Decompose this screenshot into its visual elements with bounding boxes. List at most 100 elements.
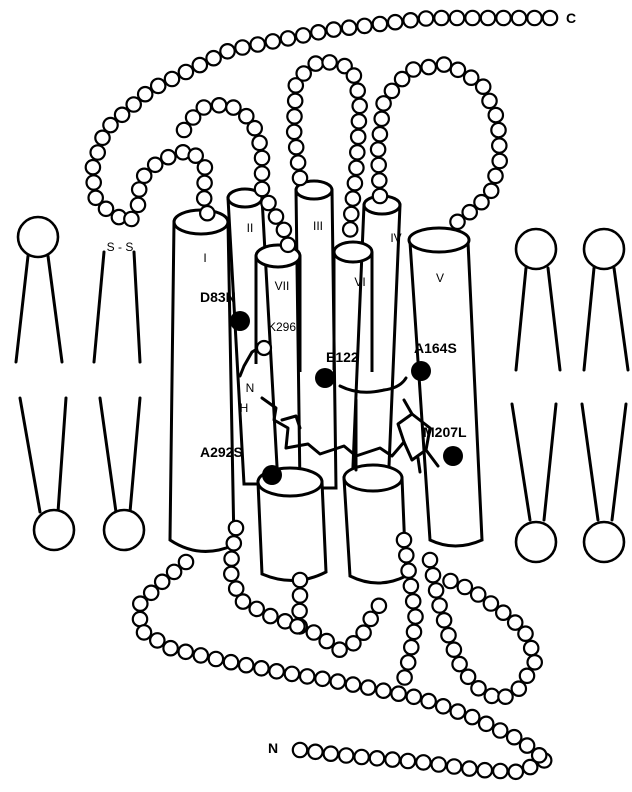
n-terminal-chain <box>293 743 552 779</box>
residue-bead <box>524 641 538 655</box>
residue-bead <box>86 160 100 174</box>
residue-n: N <box>246 381 255 395</box>
residue-bead <box>397 670 411 684</box>
residue-bead <box>447 643 461 657</box>
helix-vi-lower <box>344 465 406 583</box>
helix-label-iv: IV <box>390 231 401 245</box>
residue-bead <box>372 173 386 187</box>
residue-bead <box>351 130 365 144</box>
residue-bead <box>429 583 443 597</box>
residue-bead <box>437 57 451 71</box>
residue-bead <box>357 19 371 33</box>
residue-bead <box>224 552 238 566</box>
residue-bead <box>293 171 307 185</box>
residue-bead <box>371 142 385 156</box>
residue-bead <box>520 738 534 752</box>
residue-bead <box>443 574 457 588</box>
residue-bead <box>361 680 375 694</box>
helix-iii: III <box>296 181 336 488</box>
residue-bead <box>131 198 145 212</box>
mutation-dot-e122 <box>315 368 335 388</box>
residue-bead <box>197 100 211 114</box>
residue-bead <box>356 626 370 640</box>
residue-bead <box>476 80 490 94</box>
residue-bead <box>179 555 193 569</box>
residue-bead <box>292 604 306 618</box>
residue-bead <box>308 745 322 759</box>
residue-bead <box>137 169 151 183</box>
residue-bead <box>484 596 498 610</box>
mutation-dot-a292s <box>262 465 282 485</box>
mutation-label-m207l: M207L <box>423 424 467 440</box>
residue-bead <box>250 602 264 616</box>
residue-bead <box>300 669 314 683</box>
residue-bead <box>115 108 129 122</box>
residue-bead <box>197 176 211 190</box>
residue-bead <box>373 189 387 203</box>
residue-bead <box>478 763 492 777</box>
residue-bead <box>194 648 208 662</box>
helix-label-ii: II <box>247 221 254 235</box>
residue-bead <box>309 56 323 70</box>
residue-bead <box>397 533 411 547</box>
residue-bead <box>285 667 299 681</box>
residue-bead <box>127 97 141 111</box>
mutation-dot-m207l <box>443 446 463 466</box>
residue-bead <box>255 182 269 196</box>
residue-bead <box>348 176 362 190</box>
residue-bead <box>372 599 386 613</box>
residue-bead <box>404 579 418 593</box>
residue-bead <box>373 127 387 141</box>
residue-bead <box>491 123 505 137</box>
residue-bead <box>347 68 361 82</box>
residue-bead <box>167 565 181 579</box>
residue-bead <box>206 51 220 65</box>
residue-bead <box>87 175 101 189</box>
residue-bead <box>401 564 415 578</box>
residue-bead <box>423 553 437 567</box>
residue-bead <box>471 587 485 601</box>
residue-bead <box>421 694 435 708</box>
residue-bead <box>331 674 345 688</box>
residue-bead <box>132 182 146 196</box>
residue-bead <box>354 750 368 764</box>
residue-bead <box>496 606 510 620</box>
residue-bead <box>407 625 421 639</box>
residue-bead <box>235 40 249 54</box>
residue-bead <box>307 625 321 639</box>
residue-bead <box>461 670 475 684</box>
residue-bead <box>401 754 415 768</box>
residue-bead <box>512 682 526 696</box>
helix-label-vii: VII <box>275 279 290 293</box>
residue-bead <box>388 15 402 29</box>
residue-bead <box>291 155 305 169</box>
residue-bead <box>236 594 250 608</box>
residue-bead <box>437 613 451 627</box>
residue-bead <box>465 11 479 25</box>
residue-bead <box>133 597 147 611</box>
residue-bead <box>385 752 399 766</box>
residue-bead <box>385 84 399 98</box>
residue-bead <box>342 21 356 35</box>
residue-k296: K296 <box>268 320 296 334</box>
residue-bead <box>474 195 488 209</box>
mutation-label-d83n: D83N <box>200 289 236 305</box>
residue-bead <box>254 661 268 675</box>
mutation-label-e122: E122 <box>326 349 359 365</box>
residue-bead <box>327 22 341 36</box>
residue-bead <box>465 710 479 724</box>
cyto-loop-d <box>423 553 542 704</box>
residue-bead <box>198 160 212 174</box>
cyto-loop-a <box>133 555 547 763</box>
residue-bead <box>239 658 253 672</box>
residue-bead <box>458 580 472 594</box>
residue-bead <box>509 765 523 779</box>
k296-bead <box>257 341 271 355</box>
residue-bead <box>290 619 304 633</box>
lipid-right-outer <box>582 229 628 562</box>
residue-bead <box>339 748 353 762</box>
residue-bead <box>148 158 162 172</box>
residue-h: H <box>240 401 249 415</box>
residue-bead <box>297 66 311 80</box>
